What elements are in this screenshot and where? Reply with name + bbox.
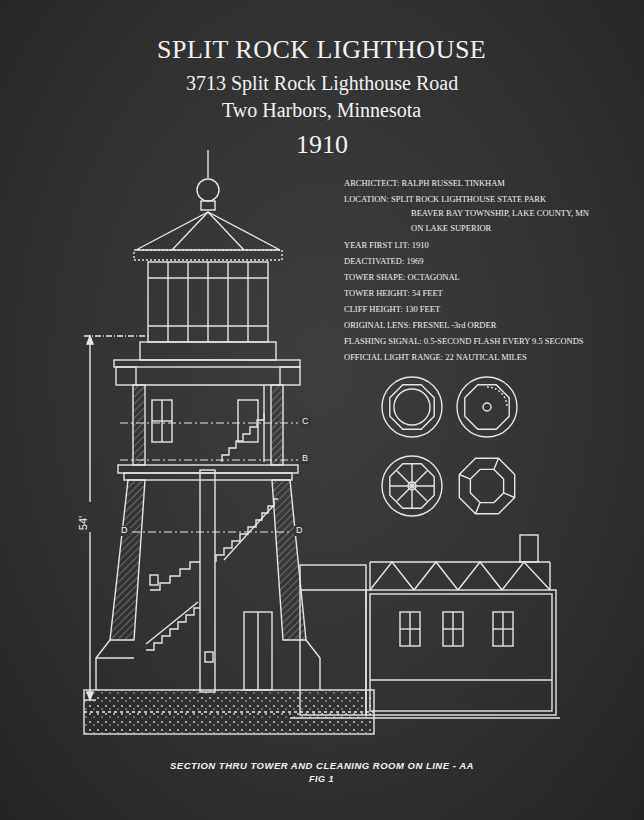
dimension-label: 54' bbox=[77, 513, 89, 533]
spec-line: TOWER SHAPE: OCTAGONAL bbox=[344, 273, 460, 282]
spec-line: YEAR FIRST LIT: 1910 bbox=[344, 241, 429, 250]
figure-caption: SECTION THRU TOWER AND CLEANING ROOM ON … bbox=[170, 761, 474, 771]
spec-line: BEAVER BAY TOWNSHIP, LAKE COUNTY, MN bbox=[411, 209, 589, 218]
address-line: 3713 Split Rock Lighthouse Road bbox=[186, 72, 458, 94]
spec-line: ARCHICTECT: RALPH RUSSEL TINKHAM bbox=[344, 179, 505, 188]
section-letter: C bbox=[300, 417, 311, 427]
spec-line: ORIGINAL LENS: FRESNEL -3rd ORDER bbox=[344, 321, 496, 330]
section-letter: D bbox=[294, 526, 305, 536]
poster-title: SPLIT ROCK LIGHTHOUSE bbox=[157, 36, 486, 65]
section-letter: D bbox=[119, 526, 130, 536]
spec-line: CLIFF HEIGHT: 130 FEET bbox=[344, 305, 440, 314]
spec-line: ON LAKE SUPERIOR bbox=[411, 224, 491, 233]
spec-line: FLASHING SIGNAL: 0.5-SECOND FLASH EVERY … bbox=[344, 337, 584, 346]
figure-number: FIG 1 bbox=[309, 775, 334, 785]
section-letter: B bbox=[300, 454, 310, 464]
spec-line: LOCATION: SPLIT ROCK LIGHTHOUSE STATE PA… bbox=[344, 195, 546, 204]
spec-line: TOWER HEIGHT: 54 FEET bbox=[344, 289, 443, 298]
spec-line: OFFICIAL LIGHT RANGE: 22 NAUTICAL MILES bbox=[344, 353, 527, 362]
year-label: 1910 bbox=[296, 131, 348, 160]
spec-line: DEACTIVATED: 1969 bbox=[344, 257, 423, 266]
address-line: Two Harbors, Minnesota bbox=[222, 99, 421, 121]
